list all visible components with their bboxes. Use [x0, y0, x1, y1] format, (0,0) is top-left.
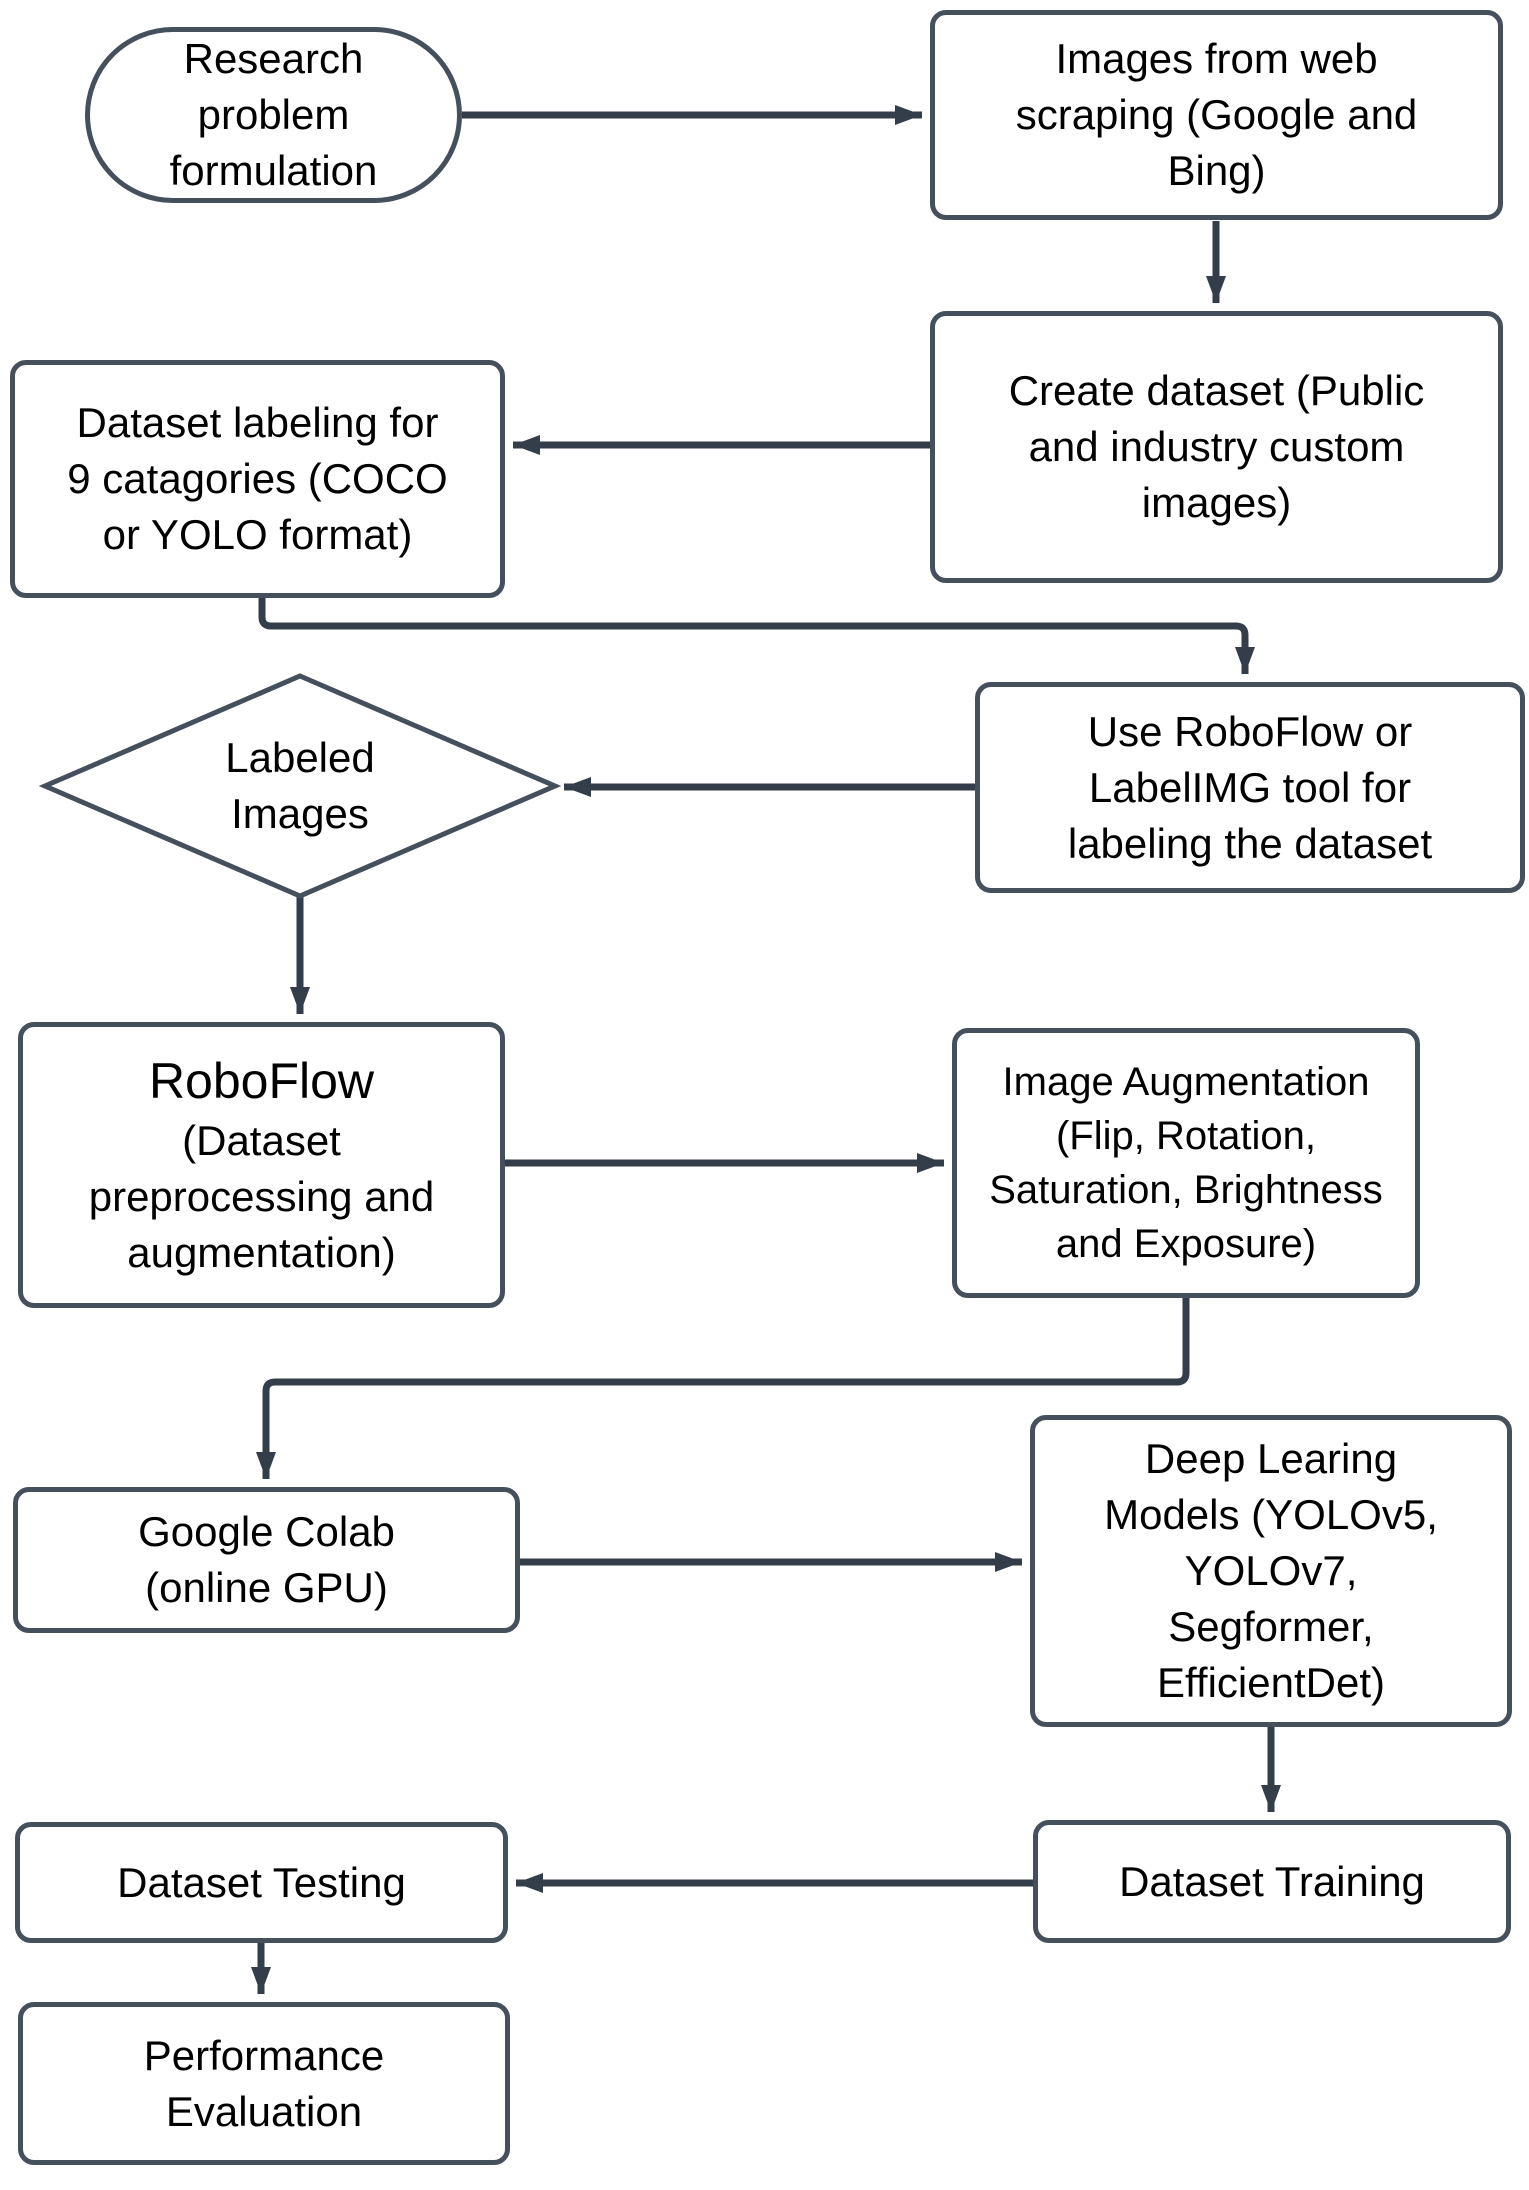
node-deep-learning-models: Deep Learing Models (YOLOv5, YOLOv7, Seg…: [1030, 1415, 1512, 1727]
node-text-line: Performance: [143, 2031, 385, 2079]
node-text-line: Use RoboFlow or: [1087, 707, 1413, 755]
node-text-line: Bing): [1167, 147, 1266, 194]
node-dataset-testing: Dataset Testing: [15, 1822, 508, 1943]
diamond-labeled-images-shape: [38, 673, 562, 899]
node-text-line: (online GPU): [145, 1564, 388, 1611]
node-text-line: and Exposure): [1055, 1222, 1317, 1266]
node-text-line: Images: [231, 790, 369, 837]
node-labeled-images-decision: Labeled Images: [45, 676, 555, 896]
node-roboflow-preprocessing: RoboFlow (Dataset preprocessing and augm…: [18, 1022, 505, 1308]
node-text-line: and industry custom: [1028, 423, 1405, 470]
node-text-line: images): [1141, 479, 1292, 526]
node-text-line: Evaluation: [165, 2087, 363, 2135]
node-text-line: formulation: [169, 147, 378, 194]
node-create-dataset: Create dataset (Public and industry cust…: [930, 311, 1503, 583]
node-text-line: labeling the dataset: [1067, 819, 1433, 867]
node-text-line: (Dataset: [182, 1117, 341, 1164]
node-text-line: preprocessing and: [88, 1173, 435, 1220]
node-text-line: (Flip, Rotation,: [1055, 1114, 1317, 1158]
node-text-line: problem: [197, 91, 350, 138]
node-text-line: scraping (Google and: [1015, 91, 1418, 138]
node-text-line: Dataset Training: [1119, 1857, 1425, 1905]
node-text-line: augmentation): [127, 1229, 396, 1276]
node-performance-evaluation: Performance Evaluation: [18, 2002, 510, 2165]
node-dataset-labeling: Dataset labeling for 9 catagories (COCO …: [10, 360, 505, 598]
node-use-roboflow-or-labelimg: Use RoboFlow or LabelIMG tool for labeli…: [975, 682, 1525, 893]
node-text-line: Research: [183, 35, 364, 82]
node-text-line: LabelIMG tool for: [1088, 763, 1412, 811]
node-image-augmentation: Image Augmentation (Flip, Rotation, Satu…: [952, 1028, 1420, 1298]
node-text-line: Dataset labeling for: [76, 399, 439, 446]
node-text-line: or YOLO format): [102, 511, 413, 558]
node-google-colab: Google Colab (online GPU): [13, 1487, 520, 1633]
node-text-line: Images from web: [1055, 35, 1378, 82]
node-text-line: Models (YOLOv5,: [1104, 1491, 1438, 1538]
node-research-problem-formulation: Research problem formulation: [85, 27, 462, 203]
node-images-from-web-scraping: Images from web scraping (Google and Bin…: [930, 10, 1503, 220]
node-text-line: Deep Learing: [1144, 1435, 1398, 1482]
node-text-line: Image Augmentation: [1002, 1060, 1370, 1104]
edge-labeling-to-labeltool: [258, 598, 1255, 674]
node-text-line: Create dataset (Public: [1008, 367, 1425, 414]
node-title: RoboFlow: [148, 1053, 375, 1109]
node-text-line: Labeled: [225, 734, 375, 781]
node-text-line: YOLOv7,: [1184, 1547, 1358, 1594]
node-dataset-training: Dataset Training: [1033, 1820, 1511, 1943]
edge-augmentation-to-colab: [256, 1298, 1190, 1479]
node-text-line: Segformer,: [1168, 1603, 1374, 1650]
node-text-line: EfficientDet): [1157, 1659, 1385, 1706]
node-text-line: Dataset Testing: [117, 1858, 406, 1906]
node-text-line: Google Colab: [138, 1508, 395, 1555]
node-text-line: Saturation, Brightness: [989, 1168, 1383, 1212]
node-text-line: 9 catagories (COCO: [67, 455, 448, 502]
